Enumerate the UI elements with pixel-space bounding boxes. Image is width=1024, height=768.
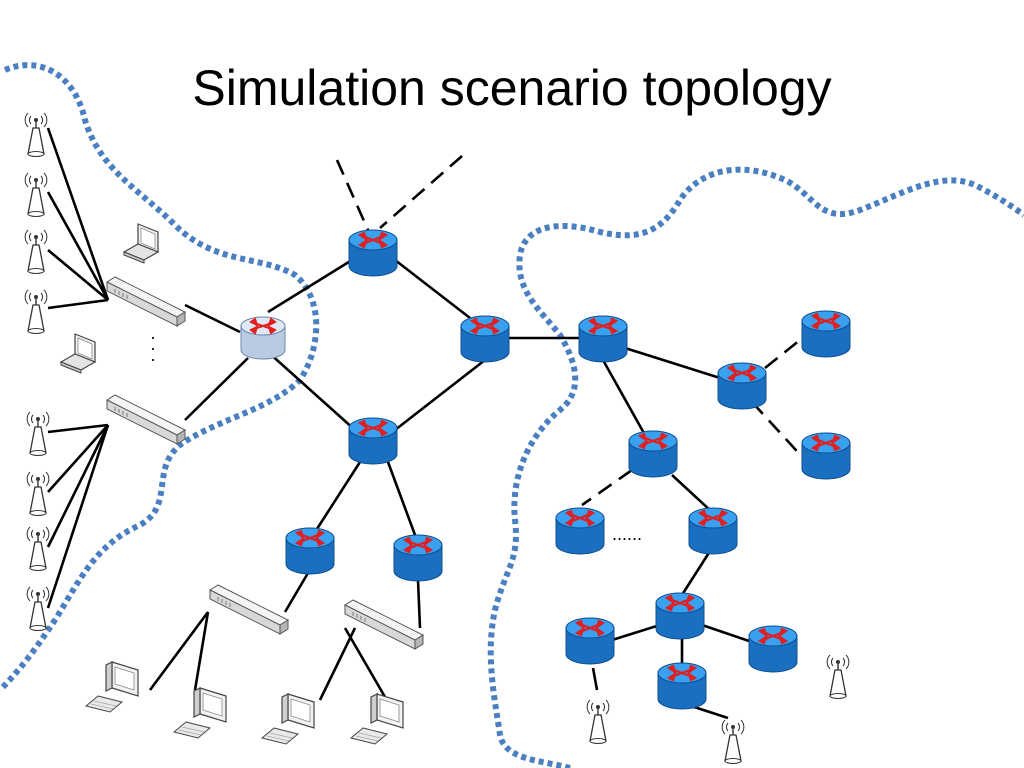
wireless-antenna-icon[interactable] bbox=[26, 471, 50, 517]
switch-icon[interactable] bbox=[106, 394, 186, 445]
domain-boundaries bbox=[0, 62, 1024, 768]
wireless-antenna-icon[interactable] bbox=[24, 172, 48, 218]
router-icon[interactable] bbox=[656, 661, 708, 711]
page-title: Simulation scenario topology bbox=[192, 60, 832, 116]
wireless-antenna-icon[interactable] bbox=[24, 289, 48, 335]
router-icon[interactable] bbox=[747, 624, 799, 674]
router-icon[interactable] bbox=[392, 533, 444, 583]
router-icon[interactable] bbox=[687, 506, 739, 556]
router-row-ellipsis: ...... bbox=[612, 524, 642, 544]
routers bbox=[240, 228, 852, 711]
router-icon[interactable] bbox=[347, 228, 399, 278]
router-icon[interactable] bbox=[800, 309, 852, 359]
switch-icon[interactable] bbox=[209, 584, 289, 635]
router-icon[interactable] bbox=[800, 431, 852, 481]
wireless-antenna-icon[interactable] bbox=[586, 699, 610, 745]
network-links bbox=[46, 127, 806, 720]
router-icon[interactable] bbox=[654, 591, 706, 641]
wireless-antennas bbox=[24, 112, 850, 765]
desktop-pc-icon[interactable] bbox=[350, 693, 404, 745]
gateway-router-icon[interactable] bbox=[240, 316, 286, 360]
router-icon[interactable] bbox=[564, 616, 616, 666]
router-icon[interactable] bbox=[554, 506, 606, 556]
wireless-antenna-icon[interactable] bbox=[26, 586, 50, 632]
wireless-antenna-icon[interactable] bbox=[26, 526, 50, 572]
laptop-icon[interactable] bbox=[60, 333, 96, 374]
desktop-pc-icon[interactable] bbox=[173, 687, 227, 739]
wireless-antenna-icon[interactable] bbox=[721, 719, 745, 765]
desktop-pc-icon[interactable] bbox=[261, 693, 315, 745]
router-icon[interactable] bbox=[627, 429, 679, 479]
router-icon[interactable] bbox=[347, 416, 399, 466]
switch-column-ellipsis: · · · bbox=[144, 335, 164, 363]
laptop-icon[interactable] bbox=[123, 223, 159, 264]
router-icon[interactable] bbox=[716, 361, 768, 411]
router-icon[interactable] bbox=[577, 314, 629, 364]
desktop-pcs bbox=[85, 661, 404, 745]
right-domain-boundary bbox=[487, 166, 1024, 768]
wireless-antenna-icon[interactable] bbox=[26, 411, 50, 457]
router-icon[interactable] bbox=[284, 526, 336, 576]
wireless-antenna-icon[interactable] bbox=[24, 112, 48, 158]
wireless-antenna-icon[interactable] bbox=[24, 229, 48, 275]
router-icon[interactable] bbox=[459, 314, 511, 364]
switch-icon[interactable] bbox=[344, 599, 424, 650]
switch-icon[interactable] bbox=[106, 276, 186, 327]
wireless-antenna-icon[interactable] bbox=[826, 654, 850, 700]
left-domain-boundary bbox=[0, 62, 320, 693]
desktop-pc-icon[interactable] bbox=[85, 661, 139, 713]
